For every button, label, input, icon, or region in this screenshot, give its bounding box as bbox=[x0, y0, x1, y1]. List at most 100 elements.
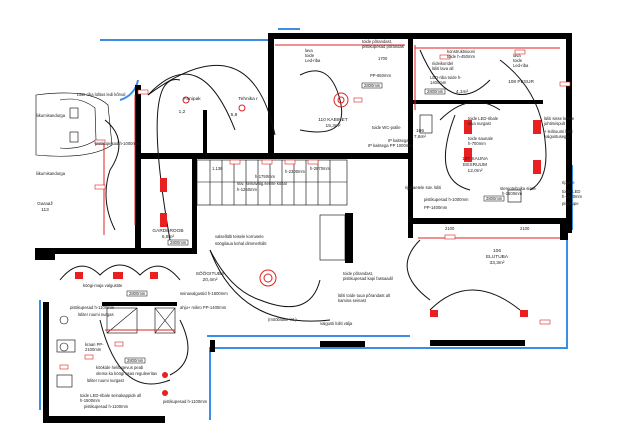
kitchen-fixtures bbox=[56, 114, 522, 388]
annotation: pistikupesad kapi fassaadil bbox=[343, 276, 393, 281]
room-labels: Garaaž 113 Panipak 1,2 Tehnika r 5,8 110… bbox=[37, 79, 534, 283]
annotation: pistikupesad h-1100mm bbox=[70, 305, 115, 310]
room-area-garderoob: 6,8m² bbox=[162, 234, 175, 240]
dimension-label: 2800mm bbox=[170, 240, 187, 245]
annotation: pistikupesad põrandas bbox=[362, 44, 404, 49]
annotation: LED-riba lülitus ledi kõrval bbox=[77, 92, 125, 97]
annotation: lava bbox=[305, 48, 313, 53]
annotation: h-1250mm bbox=[237, 187, 258, 192]
room-area-wc: 7,6m² bbox=[414, 134, 427, 140]
annotation: toide LED-ribale bbox=[468, 116, 499, 121]
annotation: IP kaitsega PP 1000mm bbox=[368, 143, 413, 148]
annotation: toide saunale bbox=[468, 136, 494, 141]
annotation: valgustusega bbox=[544, 134, 569, 139]
dimension-label: 2800mm bbox=[127, 358, 144, 363]
annotation: söögilaua kohal dimmerlüliti bbox=[215, 241, 267, 246]
room-name-tehnika: Tehnika r bbox=[238, 96, 258, 102]
stairs bbox=[196, 159, 348, 261]
room-name-kabinet: 110 KABINET bbox=[318, 117, 348, 123]
annotation: pistikupesad h-1000mm bbox=[424, 197, 469, 202]
room-name-pesur: 108 PESUR bbox=[508, 79, 534, 85]
annotation: 2100 bbox=[520, 226, 530, 231]
annotation: lava bbox=[513, 53, 521, 58]
annotation: lüliti sisse kerise bbox=[544, 116, 575, 121]
annotation: h-1750mm bbox=[255, 174, 276, 179]
annotation: kamina seinast bbox=[338, 298, 367, 303]
annotation: LED-riba toide h- bbox=[430, 75, 462, 80]
room-number-garage: 113 bbox=[41, 207, 49, 213]
annotation: liikumisandurga bbox=[36, 113, 66, 118]
dimension-label: 2800mm bbox=[364, 83, 381, 88]
annotation: süv. seinavalg.seinte kohal bbox=[237, 181, 287, 186]
annotation: PP-650mm bbox=[370, 73, 391, 78]
annotation: 2100 bbox=[445, 226, 455, 231]
room-sub-sauna: EESRUUM bbox=[463, 162, 487, 168]
annotation: lüliti lava all bbox=[432, 66, 453, 71]
annotation: pistikupesad h-1000mm bbox=[95, 141, 140, 146]
room-name-garage: Garaaž bbox=[37, 201, 53, 207]
annotation: h-1500mm bbox=[80, 398, 101, 403]
annotation: 2100mm bbox=[85, 347, 102, 352]
annotation: ahju+ mikro PP-1400mm bbox=[180, 305, 227, 310]
annotation: IP kaitsega bbox=[388, 138, 409, 143]
annotation: h-2870mm bbox=[310, 166, 331, 171]
annotation: lüliter ruumi nurgast bbox=[87, 378, 125, 383]
room-area-sooogituba: 20,4m² bbox=[203, 277, 218, 283]
annotation: liikumisandurga bbox=[36, 171, 66, 176]
annotation: + leiliruumi lüliti bbox=[544, 129, 573, 134]
dimension-label: 2800mm bbox=[427, 89, 444, 94]
room-name-elutuba: 106 bbox=[493, 248, 501, 254]
annotation: Led-riba bbox=[513, 63, 529, 68]
annotations: LED-riba lülitus ledi kõrval liikumisand… bbox=[36, 39, 583, 409]
annotation: Led-riba bbox=[305, 58, 321, 63]
annotation: 1700 bbox=[378, 56, 388, 61]
annotation: valsellülti teisele korrusele bbox=[215, 234, 264, 239]
room-name-sooogituba: SÖÖGITUBA bbox=[196, 270, 225, 277]
annotation: toide WC-potile bbox=[372, 125, 401, 130]
annotation: h-1500mm bbox=[502, 191, 523, 196]
dimension-label: 2800mm bbox=[486, 196, 503, 201]
electrical-components bbox=[59, 44, 571, 396]
windows bbox=[39, 28, 573, 420]
annotation: stereotehnika sisse bbox=[500, 186, 537, 191]
annotation: toide LED bbox=[562, 189, 580, 194]
room-area-panipak: 1,2 bbox=[179, 109, 186, 115]
annotation: riideikoridel bbox=[432, 61, 453, 66]
annotation: pistikupe bbox=[562, 201, 579, 206]
annotation: lava nurgast bbox=[468, 121, 492, 126]
room-name-panipak: Panipak bbox=[183, 96, 201, 102]
annotation: toide bbox=[305, 53, 315, 58]
annotation: pistikupesad h-1100mm bbox=[163, 399, 208, 404]
room-area-kabinet: 15,3m² bbox=[326, 123, 341, 129]
annotation: toide LED-ribale seinakappide all bbox=[80, 393, 141, 398]
annotation: 1400mm bbox=[430, 80, 447, 85]
dimension-tags: 2800mm 2800mm 2800mm 2800mm 2800mm 2800m… bbox=[124, 82, 505, 364]
annotation: köögi-maja valgustite bbox=[83, 283, 123, 288]
annotation: toide põrandast, bbox=[343, 271, 373, 276]
annotation: h-700mm bbox=[468, 141, 486, 146]
room-name-sauna: 107 SAUNA bbox=[462, 156, 489, 162]
room-area-tehnika: 5,8 bbox=[231, 112, 238, 118]
annotation: ripplae bbox=[562, 180, 575, 185]
room-area-elutuba: 33,3m² bbox=[490, 260, 505, 266]
annotation: konstruktsiooni bbox=[447, 49, 475, 54]
annotation: olema ka köögi osas reguleeritav bbox=[96, 371, 158, 376]
annotation: h-2300mm bbox=[285, 169, 306, 174]
annotation: juhtimispult bbox=[543, 121, 566, 126]
room-area-sauna: 12,0m² bbox=[468, 168, 483, 174]
annotation: valgusti lüliti välja bbox=[320, 321, 353, 326]
annotation: lüliti toide tuua põrandast alt bbox=[338, 293, 391, 298]
annotation: pistikupesad h-1100mm bbox=[84, 404, 129, 409]
room-area-riietus: 4,1m² bbox=[456, 89, 469, 95]
annotation: lüliter ruumi nurgas bbox=[78, 312, 114, 317]
wiring bbox=[59, 49, 547, 385]
dimension-label: 2800mm bbox=[129, 291, 146, 296]
room-sub-elutuba: ELUTUBA bbox=[486, 254, 509, 260]
annotation: ripplaetele süv. lüliti bbox=[405, 185, 441, 190]
room-name-wc: 106 bbox=[416, 128, 424, 134]
annotation: kraan PP- bbox=[85, 342, 104, 347]
annotation: (mööbliase int.) bbox=[268, 317, 297, 322]
room-name-garderoob: GARDEROOB bbox=[152, 228, 183, 234]
annotation: 1.136 bbox=[212, 166, 223, 171]
